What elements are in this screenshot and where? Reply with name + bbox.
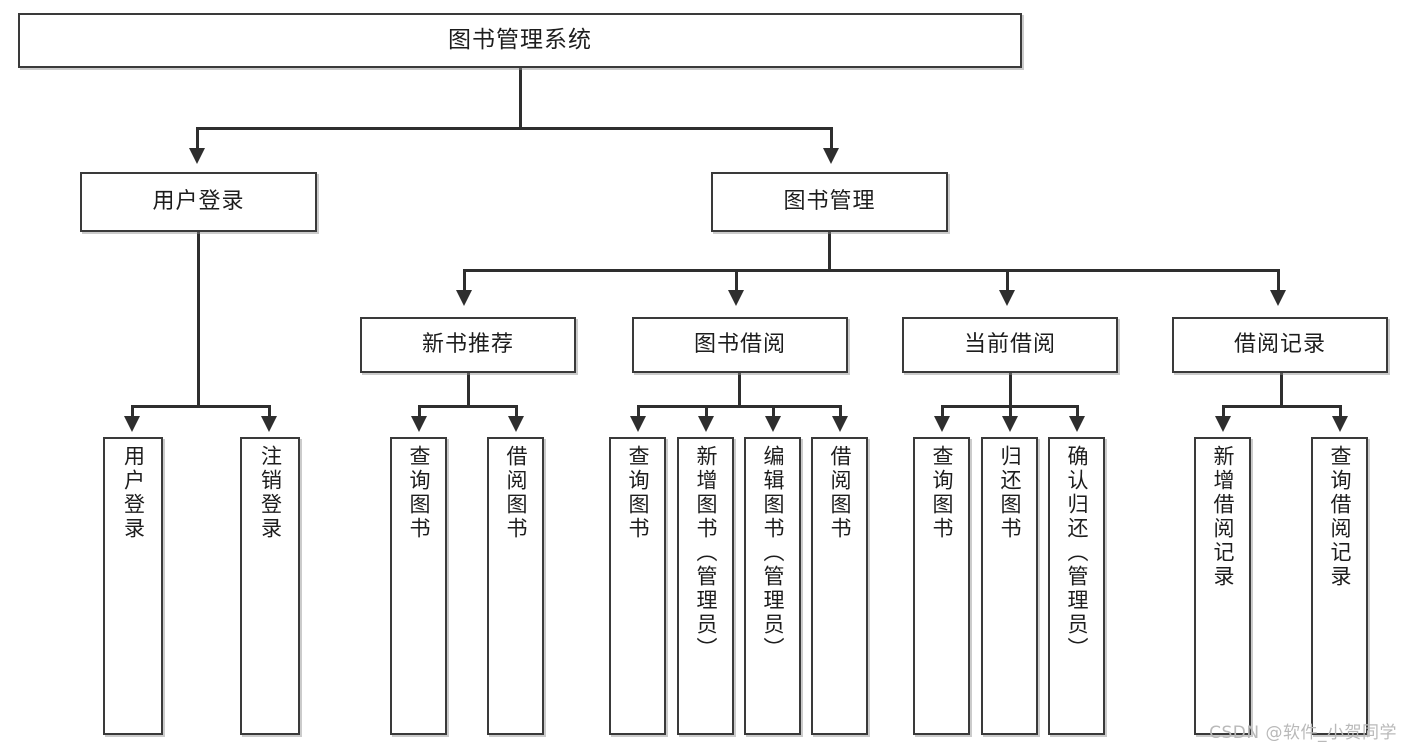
node-label: 图书管理系统: [448, 26, 592, 53]
node-label: 新书推荐: [421, 332, 514, 358]
arrowhead-to-currentborrow-leaf-2: [1002, 416, 1018, 432]
node-new-book-recommend[interactable]: 新书推荐: [360, 317, 576, 373]
connector-userlogin-stem: [197, 232, 200, 407]
node-label: 借阅图书: [504, 445, 528, 541]
watermark: CSDN @软件_小贺同学: [1209, 723, 1397, 743]
arrowhead-to-newbook-leaf-1: [411, 416, 427, 432]
arrowhead-to-currentborrow-leaf-1: [934, 416, 950, 432]
node-label: 确认归还（管理员）: [1065, 445, 1089, 661]
connector-bookborrow-stem: [738, 373, 741, 407]
arrowhead-to-book-manage: [823, 148, 839, 164]
node-root-book-management-system[interactable]: 图书管理系统: [18, 13, 1022, 68]
arrowhead-to-user-login: [189, 148, 205, 164]
connector-root-drop-right: [830, 127, 833, 149]
connector-currentborrow-drop-3: [1076, 405, 1079, 417]
node-label: 用户登录: [121, 445, 146, 541]
arrowhead-to-borrow-record: [1270, 290, 1286, 306]
leaf-bookborrow-query-book[interactable]: 查询图书: [609, 437, 666, 735]
leaf-newbook-borrow-book[interactable]: 借阅图书: [487, 437, 544, 735]
node-label: 编辑图书（管理员）: [761, 445, 785, 661]
connector-bookborrow-drop-1: [637, 405, 640, 417]
connector-currentborrow-stem: [1009, 373, 1012, 407]
arrowhead-to-book-borrow: [728, 290, 744, 306]
node-label: 借阅图书: [828, 445, 852, 541]
leaf-newbook-query-book[interactable]: 查询图书: [390, 437, 447, 735]
connector-level3-drop-2: [735, 269, 738, 291]
connector-currentborrow-drop-2: [1009, 405, 1012, 417]
connector-newbook-drop-2: [515, 405, 518, 417]
node-label: 新增图书（管理员）: [694, 445, 718, 661]
arrowhead-to-currentborrow-leaf-3: [1069, 416, 1085, 432]
node-label: 图书管理: [783, 189, 876, 215]
node-user-login[interactable]: 用户登录: [80, 172, 317, 232]
connector-newbook-drop-1: [418, 405, 421, 417]
connector-root-drop-left: [196, 127, 199, 149]
node-label: 归还图书: [998, 445, 1022, 541]
leaf-bookborrow-edit-book-admin[interactable]: 编辑图书（管理员）: [744, 437, 801, 735]
arrowhead-to-current-borrow: [999, 290, 1015, 306]
node-current-borrow[interactable]: 当前借阅: [902, 317, 1118, 373]
connector-userlogin-bus: [131, 405, 270, 408]
node-book-management[interactable]: 图书管理: [711, 172, 948, 232]
node-label: 新增借阅记录: [1211, 445, 1235, 589]
node-label: 当前借阅: [963, 332, 1056, 358]
connector-newbook-bus: [418, 405, 518, 408]
connector-bookborrow-drop-4: [839, 405, 842, 417]
arrowhead-to-bookborrow-leaf-3: [765, 416, 781, 432]
leaf-currentborrow-confirm-return-admin[interactable]: 确认归还（管理员）: [1048, 437, 1105, 735]
node-label: 图书借阅: [693, 332, 786, 358]
leaf-borrowrecord-add-record[interactable]: 新增借阅记录: [1194, 437, 1251, 735]
leaf-currentborrow-query-book[interactable]: 查询图书: [913, 437, 970, 735]
connector-userlogin-drop-2: [268, 405, 271, 417]
connector-newbook-stem: [467, 373, 470, 407]
connector-bookmanage-stem: [828, 232, 831, 270]
connector-userlogin-drop-1: [131, 405, 134, 417]
leaf-bookborrow-add-book-admin[interactable]: 新增图书（管理员）: [677, 437, 734, 735]
arrowhead-to-borrowrecord-leaf-1: [1215, 416, 1231, 432]
node-label: 查询借阅记录: [1328, 445, 1352, 589]
connector-borrowrecord-bus: [1222, 405, 1342, 408]
node-label: 借阅记录: [1233, 332, 1326, 358]
connector-borrowrecord-stem: [1280, 373, 1283, 407]
connector-level3-drop-4: [1277, 269, 1280, 291]
leaf-logout[interactable]: 注销登录: [240, 437, 300, 735]
node-label: 注销登录: [258, 445, 283, 541]
connector-root-bus: [196, 127, 833, 130]
arrowhead-to-bookborrow-leaf-4: [832, 416, 848, 432]
connector-borrowrecord-drop-1: [1222, 405, 1225, 417]
node-label: 用户登录: [152, 189, 245, 215]
leaf-bookborrow-borrow-book[interactable]: 借阅图书: [811, 437, 868, 735]
connector-level3-drop-1: [463, 269, 466, 291]
arrowhead-to-bookborrow-leaf-1: [630, 416, 646, 432]
leaf-currentborrow-return-book[interactable]: 归还图书: [981, 437, 1038, 735]
connector-level3-bus: [463, 269, 1277, 272]
connector-borrowrecord-drop-2: [1339, 405, 1342, 417]
connector-root-stem: [519, 67, 522, 128]
leaf-borrowrecord-query-record[interactable]: 查询借阅记录: [1311, 437, 1368, 735]
arrowhead-to-leaf-logout: [261, 416, 277, 432]
connector-bookborrow-bus: [637, 405, 841, 408]
connector-level3-drop-3: [1006, 269, 1009, 291]
node-book-borrow[interactable]: 图书借阅: [632, 317, 848, 373]
node-borrow-record[interactable]: 借阅记录: [1172, 317, 1388, 373]
arrowhead-to-new-book-recommend: [456, 290, 472, 306]
node-label: 查询图书: [407, 445, 431, 541]
connector-currentborrow-drop-1: [941, 405, 944, 417]
arrowhead-to-newbook-leaf-2: [508, 416, 524, 432]
leaf-user-login[interactable]: 用户登录: [103, 437, 163, 735]
node-label: 查询图书: [930, 445, 954, 541]
node-label: 查询图书: [626, 445, 650, 541]
arrowhead-to-leaf-user-login: [124, 416, 140, 432]
arrowhead-to-bookborrow-leaf-2: [698, 416, 714, 432]
arrowhead-to-borrowrecord-leaf-2: [1332, 416, 1348, 432]
connector-bookborrow-drop-2: [705, 405, 708, 417]
connector-bookborrow-drop-3: [772, 405, 775, 417]
